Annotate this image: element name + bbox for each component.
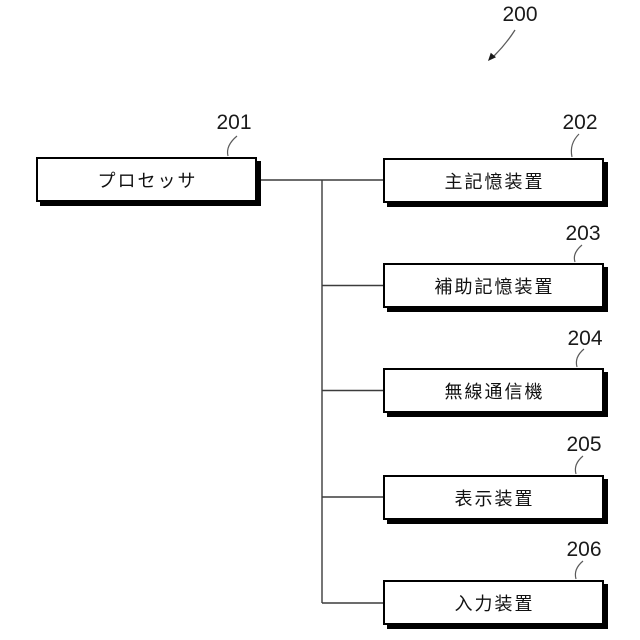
figure-ref-arrow-shaft bbox=[493, 29, 516, 57]
box-main-memory: 主記憶装置 bbox=[383, 158, 604, 203]
leader-201 bbox=[226, 135, 238, 157]
box-auxiliary-storage: 補助記憶装置 bbox=[383, 263, 604, 308]
leader-206 bbox=[574, 560, 584, 580]
figure-reference-label: 200 bbox=[502, 3, 538, 26]
ref-label-201: 201 bbox=[216, 111, 252, 134]
box-main-memory-label: 主記憶装置 bbox=[444, 171, 545, 192]
box-wireless-communicator-label: 無線通信機 bbox=[444, 381, 545, 402]
leader-203 bbox=[573, 244, 583, 263]
box-processor: プロセッサ bbox=[36, 157, 257, 202]
leader-204 bbox=[575, 348, 585, 368]
figure-ref-arrowhead-icon bbox=[488, 52, 496, 61]
box-input-device-label: 入力装置 bbox=[454, 593, 535, 614]
ref-label-205: 205 bbox=[566, 433, 602, 456]
figure-ref-arrow bbox=[488, 29, 516, 61]
leader-205 bbox=[574, 455, 584, 475]
box-display-device: 表示装置 bbox=[383, 475, 604, 520]
ref-label-206: 206 bbox=[566, 538, 602, 561]
ref-label-203: 203 bbox=[565, 222, 601, 245]
box-wireless-communicator: 無線通信機 bbox=[383, 368, 604, 413]
box-input-device: 入力装置 bbox=[383, 580, 604, 625]
ref-label-202: 202 bbox=[562, 111, 598, 134]
box-processor-label: プロセッサ bbox=[97, 170, 198, 191]
ref-label-204: 204 bbox=[567, 327, 603, 350]
leader-202 bbox=[570, 133, 580, 158]
box-display-device-label: 表示装置 bbox=[454, 488, 535, 509]
box-auxiliary-storage-label: 補助記憶装置 bbox=[434, 276, 555, 297]
